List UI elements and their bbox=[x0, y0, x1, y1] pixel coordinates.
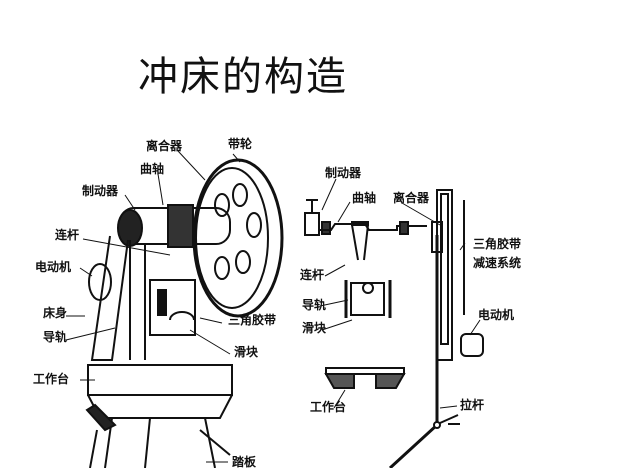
label-pedal: 踏板 bbox=[232, 455, 257, 468]
label-clutch: 离合器 bbox=[146, 139, 183, 153]
leader-lines bbox=[65, 150, 481, 463]
label-slider: 滑块 bbox=[234, 345, 259, 359]
label-motor: 电动机 bbox=[35, 260, 72, 274]
schematic-press-drawing bbox=[304, 189, 484, 468]
label-brake-schematic: 制动器 bbox=[325, 166, 362, 180]
label-connecting-rod: 连杆 bbox=[55, 228, 80, 242]
label-brake: 制动器 bbox=[82, 184, 119, 198]
label-guide-rail-schematic: 导轨 bbox=[302, 298, 327, 312]
label-v-belt: 三角胶带 bbox=[228, 313, 277, 327]
label-clutch-schematic: 离合器 bbox=[393, 191, 430, 205]
label-pulley: 带轮 bbox=[228, 137, 253, 151]
label-pull-rod: 拉杆 bbox=[460, 398, 485, 412]
page-title: 冲床的构造 bbox=[138, 54, 348, 100]
label-slider-schematic: 滑块 bbox=[302, 321, 327, 335]
label-guide-rail: 导轨 bbox=[43, 330, 68, 344]
label-crankshaft: 曲轴 bbox=[140, 162, 165, 176]
label-bed: 床身 bbox=[43, 306, 68, 320]
label-motor-schematic: 电动机 bbox=[478, 308, 515, 322]
perspective-press-drawing bbox=[85, 158, 284, 468]
label-worktable-schematic: 工作台 bbox=[310, 400, 347, 414]
label-connecting-rod-schematic: 连杆 bbox=[300, 268, 325, 282]
label-worktable: 工作台 bbox=[33, 372, 70, 386]
label-reduction-system: 减速系统 bbox=[473, 256, 522, 270]
label-v-belt-schematic: 三角胶带 bbox=[473, 237, 522, 251]
label-crankshaft-schematic: 曲轴 bbox=[352, 191, 377, 205]
